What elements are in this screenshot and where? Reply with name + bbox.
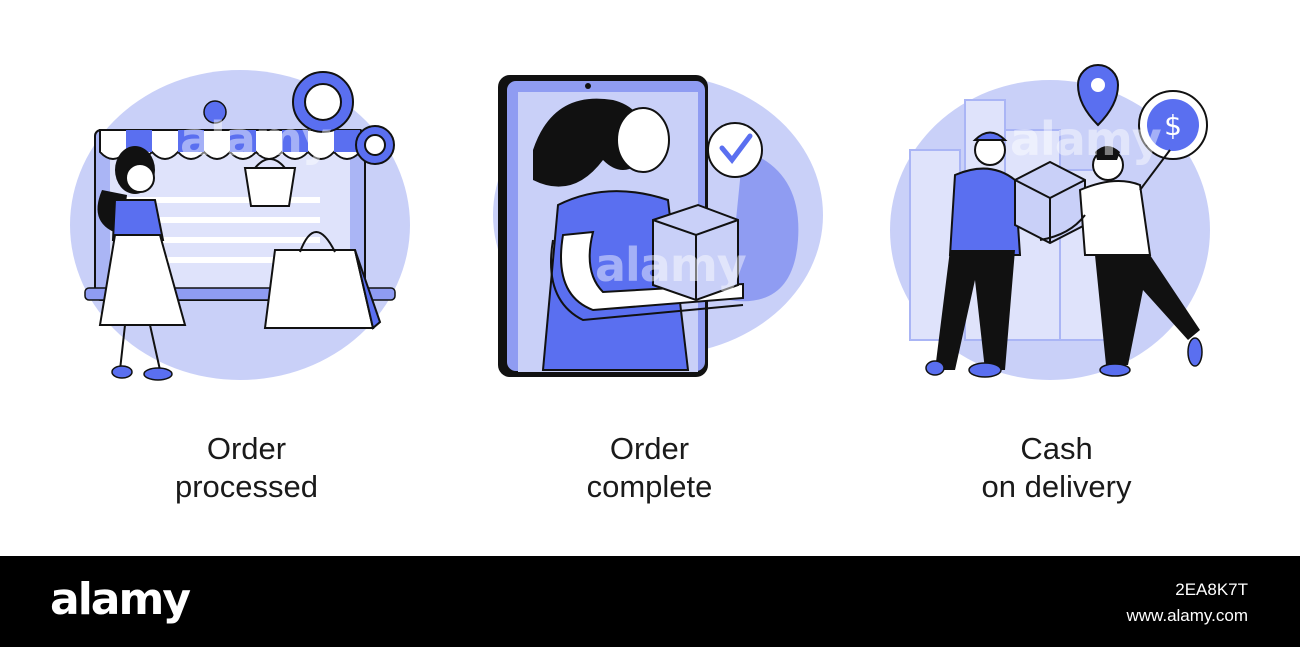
svg-text:$: $ [1164, 109, 1182, 142]
panel-cash-on-delivery: $ [840, 0, 1273, 556]
courier-figure [925, 131, 1022, 378]
panel-order-processed: Order processed [30, 0, 463, 556]
panel-title-line2: processed [174, 469, 319, 504]
footer-bar: alamy 2EA8K7T www.alamy.com [0, 556, 1300, 647]
panel-title-line1: Order [609, 431, 690, 466]
check-mark-icon [707, 122, 763, 178]
panel-title: Cash on delivery [840, 430, 1273, 506]
courier-handoff-illustration: $ [890, 64, 1210, 380]
gear-icon [203, 71, 395, 165]
panel-title-line2: complete [586, 469, 713, 504]
site-url[interactable]: www.alamy.com [1126, 606, 1248, 625]
customer-figure [1039, 146, 1203, 377]
panel-title-line1: Order [206, 431, 287, 466]
woman-figure [97, 146, 187, 381]
online-shop-illustration [70, 70, 410, 381]
image-id: 2EA8K7T [1175, 580, 1248, 599]
phone-delivery-confirmation-illustration [493, 75, 823, 377]
panel-title: Order complete [433, 430, 866, 506]
dollar-coin-icon: $ [1138, 90, 1208, 160]
panel-title: Order processed [30, 430, 463, 506]
package-box-icon [1014, 160, 1086, 245]
panel-order-complete: Order complete [433, 0, 866, 556]
panel-title-line1: Cash [1020, 431, 1093, 466]
illustration-stage: Order processed [30, 0, 1273, 556]
location-pin-icon [1076, 64, 1120, 127]
panel-title-line2: on delivery [981, 469, 1132, 504]
woman-figure [533, 98, 744, 371]
package-box-icon [652, 203, 739, 302]
alamy-logo[interactable]: alamy [50, 574, 191, 625]
shopping-bag-icon [263, 231, 382, 330]
